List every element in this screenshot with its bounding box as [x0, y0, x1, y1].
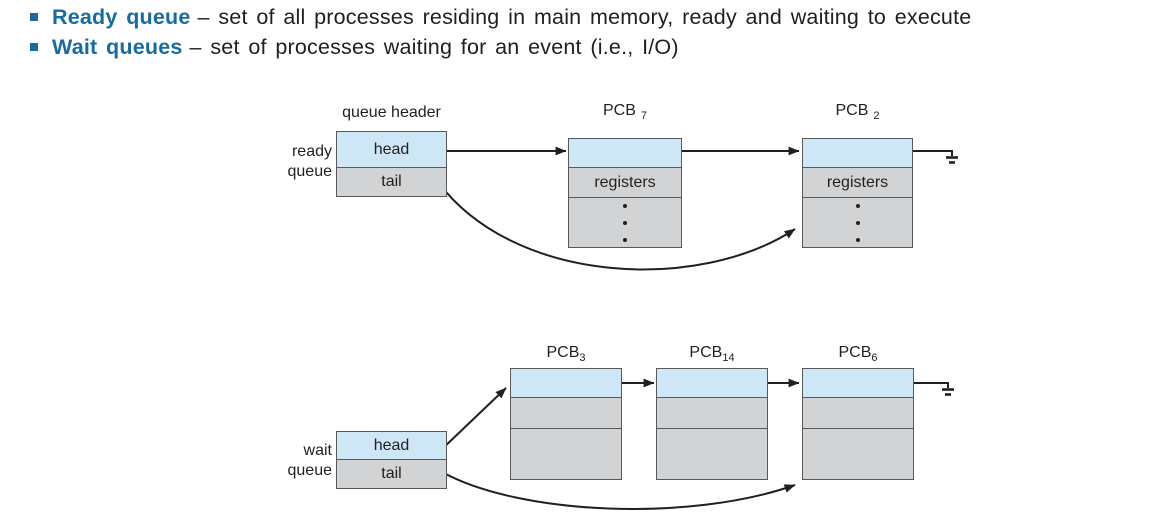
bullet-rest: – set of processes waiting for an event …: [189, 35, 679, 59]
dot-icon: [855, 221, 860, 225]
term-ready-queue: Ready queue: [52, 5, 191, 29]
pcb-bottom-cell: [803, 428, 913, 478]
pcb-middle-cell: [511, 397, 621, 428]
term-wait-queues: Wait queues: [52, 35, 183, 59]
pcb-registers-cell: registers: [803, 167, 912, 197]
wait-queue-side-label: wait queue: [250, 441, 333, 481]
pcb-bottom-cell: [511, 428, 621, 478]
bullet-text: Ready queue– set of all processes residi…: [52, 5, 971, 30]
queue-header-caption: queue header: [342, 104, 441, 121]
tail-cell-label: tail: [381, 464, 402, 482]
side-label-line: queue: [287, 163, 333, 180]
pcb-middle-cell: [657, 397, 767, 428]
pcb-link-cell: [803, 139, 912, 167]
tail-cell: tail: [337, 459, 446, 487]
pcb-caption-sub: 7: [640, 110, 648, 123]
dot-icon: [623, 221, 627, 225]
pcb-link-cell: [511, 369, 621, 397]
wait-queue-header-box: head tail: [336, 431, 447, 489]
head-cell: head: [337, 432, 446, 459]
side-label-line: wait: [303, 442, 332, 459]
pcb7-caption: PCB 7: [568, 102, 682, 122]
side-label-line: queue: [287, 462, 333, 479]
pcb-registers-cell: registers: [569, 167, 681, 197]
dot-icon: [855, 204, 860, 208]
dot-icon: [623, 238, 627, 242]
tail-cell: tail: [337, 167, 446, 195]
pcb-ellipsis-cell: [803, 197, 912, 246]
dot-icon: [855, 238, 860, 242]
registers-label: registers: [594, 173, 656, 191]
pcb-caption-base: PCB: [689, 344, 723, 361]
pcb14-caption: PCB14: [656, 344, 768, 364]
dot-icon: [623, 204, 627, 208]
pcb-link-cell: [657, 369, 767, 397]
registers-label: registers: [826, 173, 889, 191]
bullet-item-ready-queue: Ready queue– set of all processes residi…: [30, 5, 971, 30]
pcb-link-cell: [569, 139, 681, 167]
bullet-text: Wait queues– set of processes waiting fo…: [52, 35, 679, 60]
bullet-square-icon: [30, 43, 38, 51]
pcb-caption-base: PCB: [835, 102, 869, 119]
pcb-caption-sub: 14: [722, 352, 735, 365]
pcb7-box: registers: [568, 138, 682, 248]
ready-queue-header-box: head tail: [336, 131, 447, 197]
pcb-caption-sub: 3: [579, 352, 586, 365]
pcb14-box: [656, 368, 768, 480]
ready-queue-side-label: ready queue: [250, 142, 333, 182]
pcb6-box: [802, 368, 914, 480]
pcb-caption-sub: 2: [873, 110, 880, 123]
head-cell-label: head: [373, 436, 410, 454]
side-label-line: ready: [291, 143, 332, 160]
bullet-rest: – set of all processes residing in main …: [197, 5, 972, 29]
pcb-link-cell: [803, 369, 913, 397]
bullet-item-wait-queues: Wait queues– set of processes waiting fo…: [30, 35, 679, 60]
pcb3-box: [510, 368, 622, 480]
pcb-caption-sub: 6: [871, 352, 878, 365]
pcb-caption-base: PCB: [602, 102, 636, 119]
pcb-bottom-cell: [657, 428, 767, 478]
pcb-ellipsis-cell: [569, 197, 681, 246]
bullet-square-icon: [30, 13, 38, 21]
pcb6-caption: PCB6: [802, 344, 914, 364]
pcb3-caption: PCB3: [510, 344, 622, 364]
pcb-middle-cell: [803, 397, 913, 428]
head-cell: head: [337, 132, 446, 167]
pcb-caption-base: PCB: [546, 344, 580, 361]
head-cell-label: head: [373, 140, 410, 158]
wait-head-pointer-arrow: [440, 387, 507, 451]
pcb2-box: registers: [802, 138, 913, 248]
tail-cell-label: tail: [381, 172, 402, 190]
pcb-caption-base: PCB: [838, 344, 872, 361]
pcb2-caption: PCB 2: [802, 102, 913, 122]
